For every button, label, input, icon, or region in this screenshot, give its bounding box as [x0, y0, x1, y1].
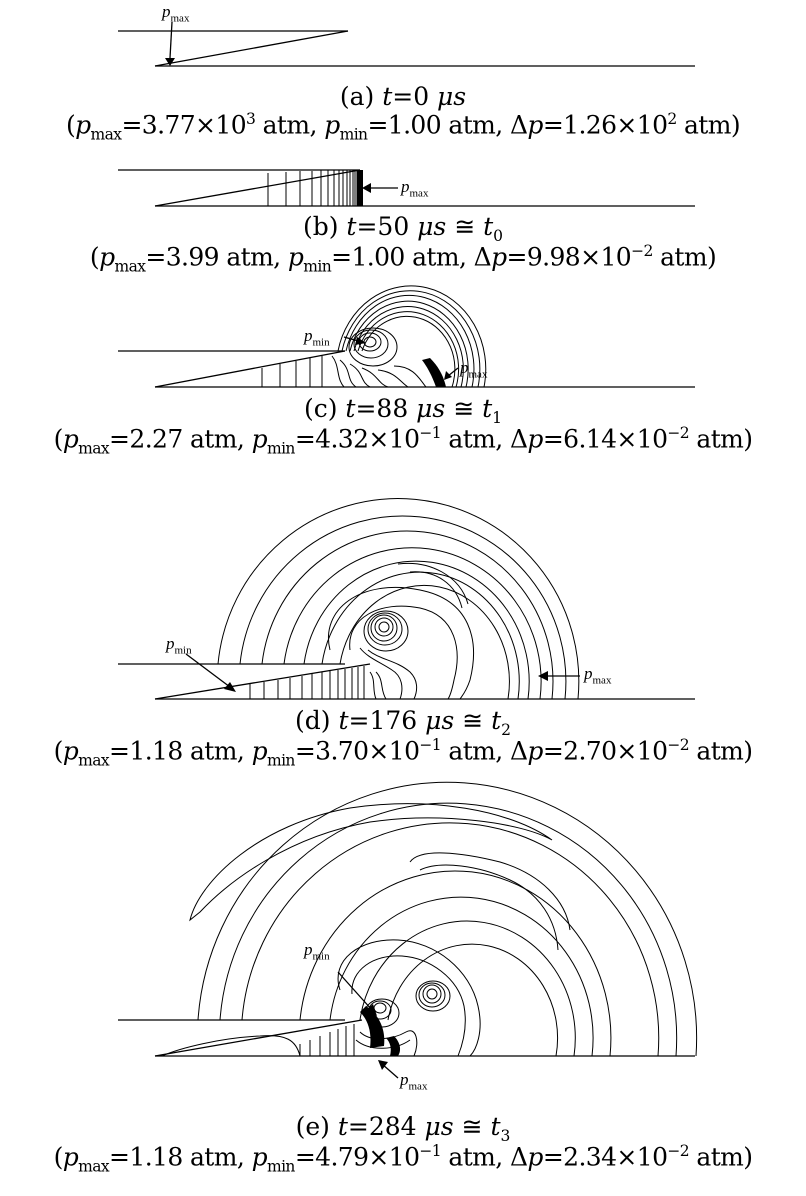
params-b: (pmax=3.99 atm, pmin=1.00 atm, Δp=9.98×1…: [89, 242, 717, 276]
pmax-label: pmax: [401, 177, 429, 200]
pmin-label: pmin: [304, 326, 330, 349]
contour-plot-e: [118, 781, 698, 1079]
panel-b: pmax (b) t=50 μs ≅ t0 (pmax=3.99 atm, pm…: [0, 160, 806, 300]
pmax-label: pmax: [460, 358, 488, 381]
caption-a: (a) t=0 μs: [339, 82, 467, 111]
panel-a: pmax (a) t=0 μs (pmax=3.77×103 atm, pmin…: [0, 0, 806, 145]
pmin-label: pmin: [166, 634, 192, 657]
caption-c: (c) t=88 μs ≅ t1: [303, 394, 503, 427]
caption-d: (d) t=176 μs ≅ t2: [295, 706, 511, 739]
params-c: (pmax=2.27 atm, pmin=4.32×10−1 atm, Δp=6…: [53, 424, 753, 458]
params-d: (pmax=1.18 atm, pmin=3.70×10−1 atm, Δp=2…: [53, 736, 753, 770]
contour-plot-c: [118, 285, 695, 388]
contour-plot-d: [118, 498, 695, 700]
contour-plot-b: [118, 169, 695, 207]
pmax-label: pmax: [400, 1070, 428, 1093]
contour-plot-a: [118, 21, 695, 67]
panel-c: pmin pmax (c) t=88 μs ≅ t1 (pmax=2.27 at…: [0, 285, 806, 500]
panel-e: pmin pmax (e) t=284 μs ≅ t3 (pmax=1.18 a…: [0, 770, 806, 1196]
pmax-label: pmax: [162, 2, 190, 25]
pmax-label: pmax: [584, 664, 612, 687]
params-e: (pmax=1.18 atm, pmin=4.79×10−1 atm, Δp=2…: [53, 1142, 753, 1176]
caption-e: (e) t=284 μs ≅ t3: [295, 1112, 511, 1145]
panel-d: pmin pmax (d) t=176 μs ≅ t2: [0, 498, 806, 739]
params-a: (pmax=3.77×103 atm, pmin=1.00 atm, Δp=1.…: [65, 110, 741, 144]
caption-b: (b) t=50 μs ≅ t0: [302, 212, 504, 245]
pmin-label: pmin: [304, 940, 330, 963]
